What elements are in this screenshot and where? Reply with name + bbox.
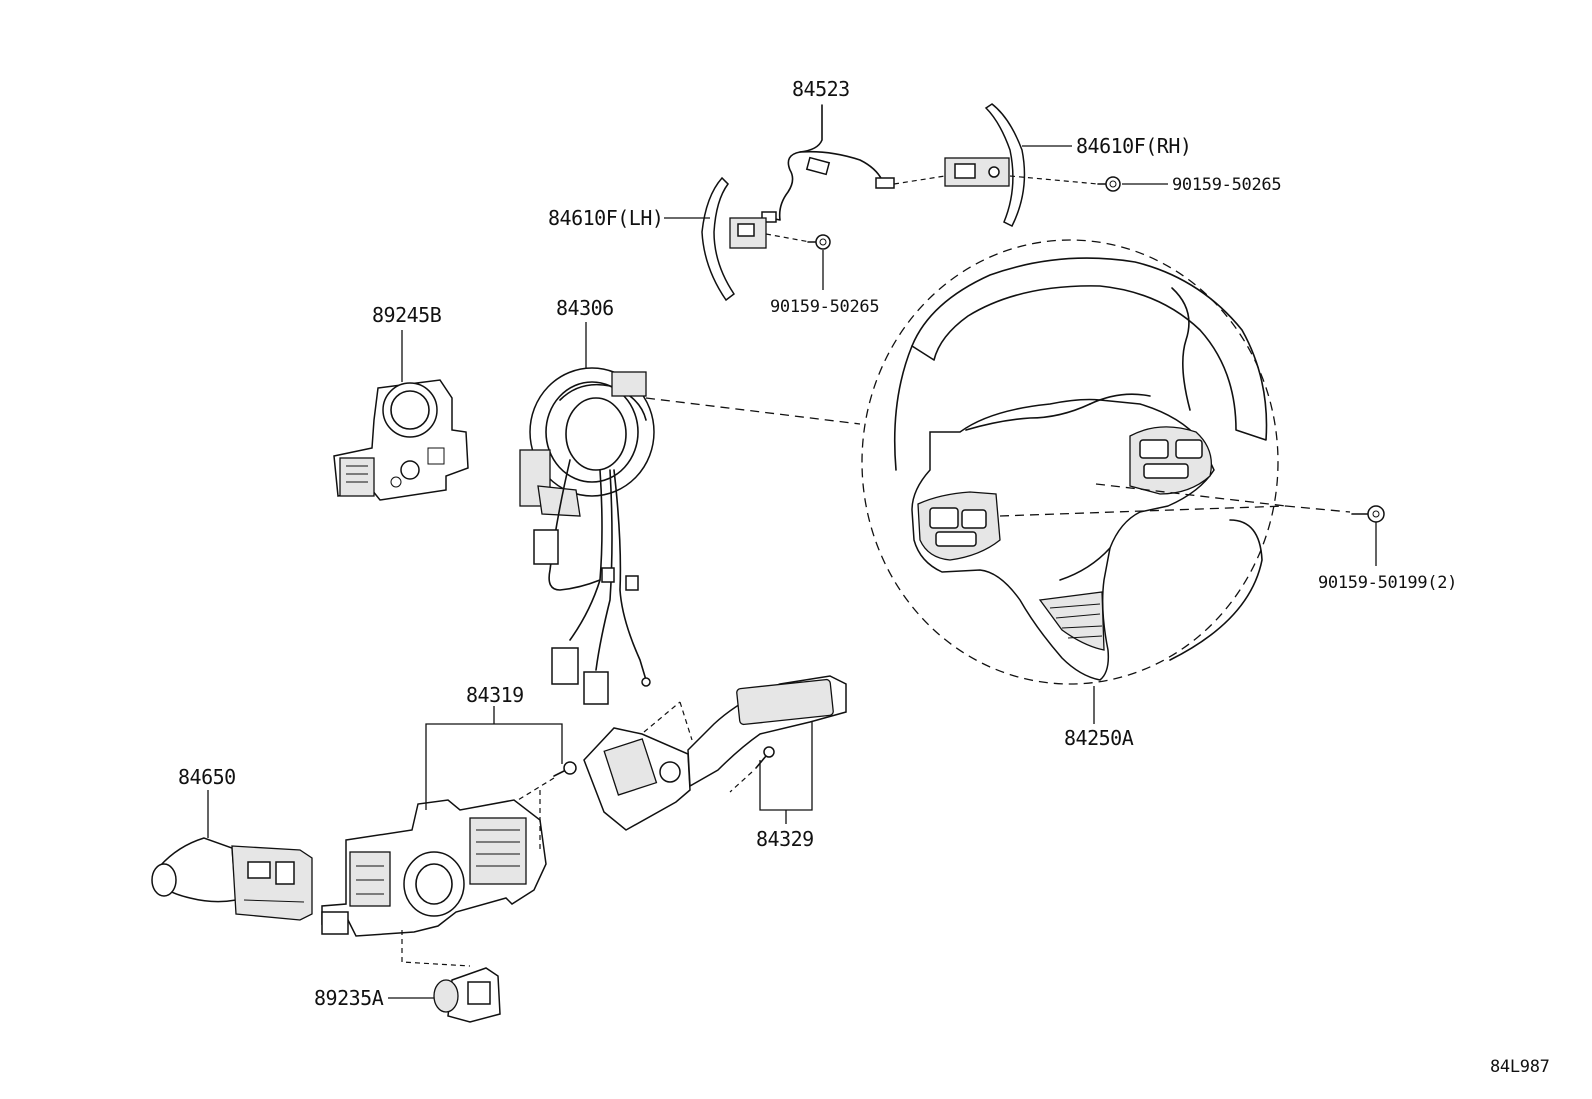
label-bolt-wheel: 90159-50199(2) bbox=[1318, 573, 1457, 593]
part-84250a-steering-wheel[interactable] bbox=[861, 239, 1279, 685]
bolt-90159-50265-rh[interactable] bbox=[1097, 176, 1121, 192]
part-84306-spiral-cable[interactable] bbox=[519, 367, 655, 705]
label-84610f-lh: 84610F(LH) bbox=[548, 206, 663, 230]
label-84329: 84329 bbox=[756, 827, 814, 851]
label-84319-bracket bbox=[425, 723, 563, 810]
bolt-90159-50199[interactable] bbox=[999, 483, 1385, 523]
diagram-id: 84L987 bbox=[1490, 1057, 1550, 1077]
label-84250a: 84250A bbox=[1064, 726, 1134, 750]
label-89245b: 89245B bbox=[372, 303, 442, 327]
spiral-to-wheel-dash bbox=[645, 397, 861, 425]
part-84610f-lh-paddle[interactable] bbox=[701, 176, 811, 302]
part-89245b-sensor[interactable] bbox=[333, 379, 469, 501]
label-84610f-rh: 84610F(RH) bbox=[1076, 134, 1191, 158]
label-84329-bracket bbox=[759, 722, 813, 811]
part-84329-wiper-lever[interactable] bbox=[583, 675, 847, 831]
label-84523: 84523 bbox=[792, 77, 850, 101]
label-84319: 84319 bbox=[466, 683, 524, 707]
bolt-90159-50265-lh[interactable] bbox=[807, 234, 831, 250]
label-89235a: 89235A bbox=[314, 986, 384, 1010]
screw-84329[interactable] bbox=[729, 746, 775, 793]
label-84650: 84650 bbox=[178, 765, 236, 789]
part-84523-harness[interactable] bbox=[761, 104, 946, 223]
screw-84319[interactable] bbox=[517, 761, 577, 850]
part-84650-lever[interactable] bbox=[151, 837, 313, 921]
part-89235a-sensor[interactable] bbox=[401, 930, 501, 1023]
part-84610f-rh-paddle[interactable] bbox=[944, 103, 1099, 228]
label-bolt-rh: 90159-50265 bbox=[1172, 175, 1281, 195]
label-bolt-lh: 90159-50265 bbox=[770, 297, 879, 317]
label-84306: 84306 bbox=[556, 296, 614, 320]
part-84319-switch-body[interactable] bbox=[321, 799, 547, 937]
